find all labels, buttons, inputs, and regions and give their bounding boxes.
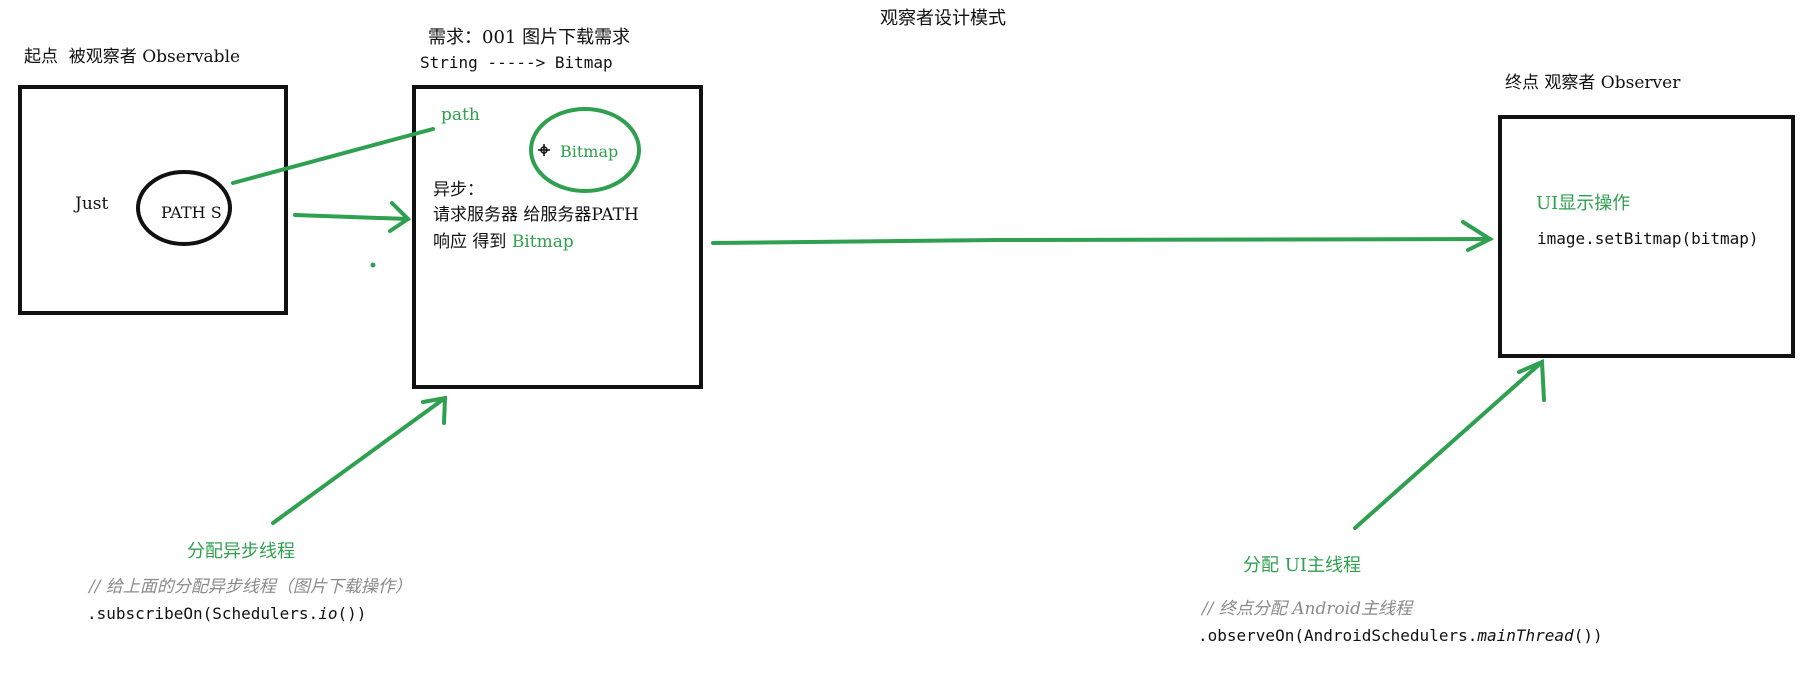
- subscribe-note-code: .subscribeOn(Schedulers.io()): [87, 606, 366, 622]
- observe-note-comment: // 终点分配 Android主线程: [1202, 599, 1413, 619]
- requirement-heading: 需求：001 图片下载需求: [428, 27, 631, 48]
- subscribe-note-label: 分配异步线程: [187, 541, 295, 562]
- subscribe-code-io: io: [318, 604, 338, 623]
- path-green-label: path: [441, 105, 480, 125]
- observe-note-label: 分配 UI主线程: [1243, 555, 1362, 576]
- async-label: 异步：: [433, 180, 484, 200]
- page-title: 观察者设计模式: [880, 8, 1006, 29]
- arrow-observable-to-requirement: [293, 201, 412, 233]
- response-line: 响应 得到 Bitmap: [433, 234, 574, 251]
- path-label: PATH S: [161, 203, 222, 222]
- observable-heading: 起点 被观察者 Observable: [24, 47, 241, 67]
- path-ellipse: [136, 170, 232, 246]
- just-label: Just: [75, 194, 109, 214]
- observe-code-prefix: .observeOn(AndroidSchedulers.: [1198, 626, 1478, 645]
- requirement-subheading: String -----> Bitmap: [420, 53, 613, 72]
- request-line: 请求服务器 给服务器PATH: [433, 205, 639, 225]
- observer-box: [1498, 115, 1795, 358]
- observable-box: [18, 85, 288, 315]
- subscribe-code-prefix: .subscribeOn(Schedulers.: [87, 604, 319, 623]
- arrow-subscribe-to-requirement: [271, 395, 448, 525]
- path-link-line: [231, 127, 435, 185]
- bitmap-circle-label: Bitmap: [560, 142, 619, 161]
- observer-heading: 终点 观察者 Observer: [1505, 73, 1681, 93]
- arrow-requirement-to-observer: [711, 220, 1495, 252]
- subscribe-note-comment: // 给上面的分配异步线程（图片下载操作）: [89, 577, 412, 597]
- observe-note-code: .observeOn(AndroidSchedulers.mainThread(…: [1198, 628, 1603, 644]
- crosshair-icon: [538, 144, 550, 156]
- bitmap-ellipse: [529, 107, 641, 193]
- subscribe-code-suffix: ()): [337, 604, 367, 623]
- response-bitmap: Bitmap: [511, 232, 574, 252]
- observe-code-suffix: ()): [1573, 626, 1603, 645]
- ui-display-label: UI显示操作: [1536, 193, 1631, 214]
- requirement-box: [412, 85, 703, 389]
- arrow-observe-to-observer: [1353, 359, 1546, 530]
- stray-dot: [370, 262, 376, 268]
- set-bitmap-code: image.setBitmap(bitmap): [1537, 229, 1759, 248]
- observe-code-mainthread: mainThread: [1477, 626, 1574, 645]
- response-prefix: 响应 得到: [433, 232, 512, 252]
